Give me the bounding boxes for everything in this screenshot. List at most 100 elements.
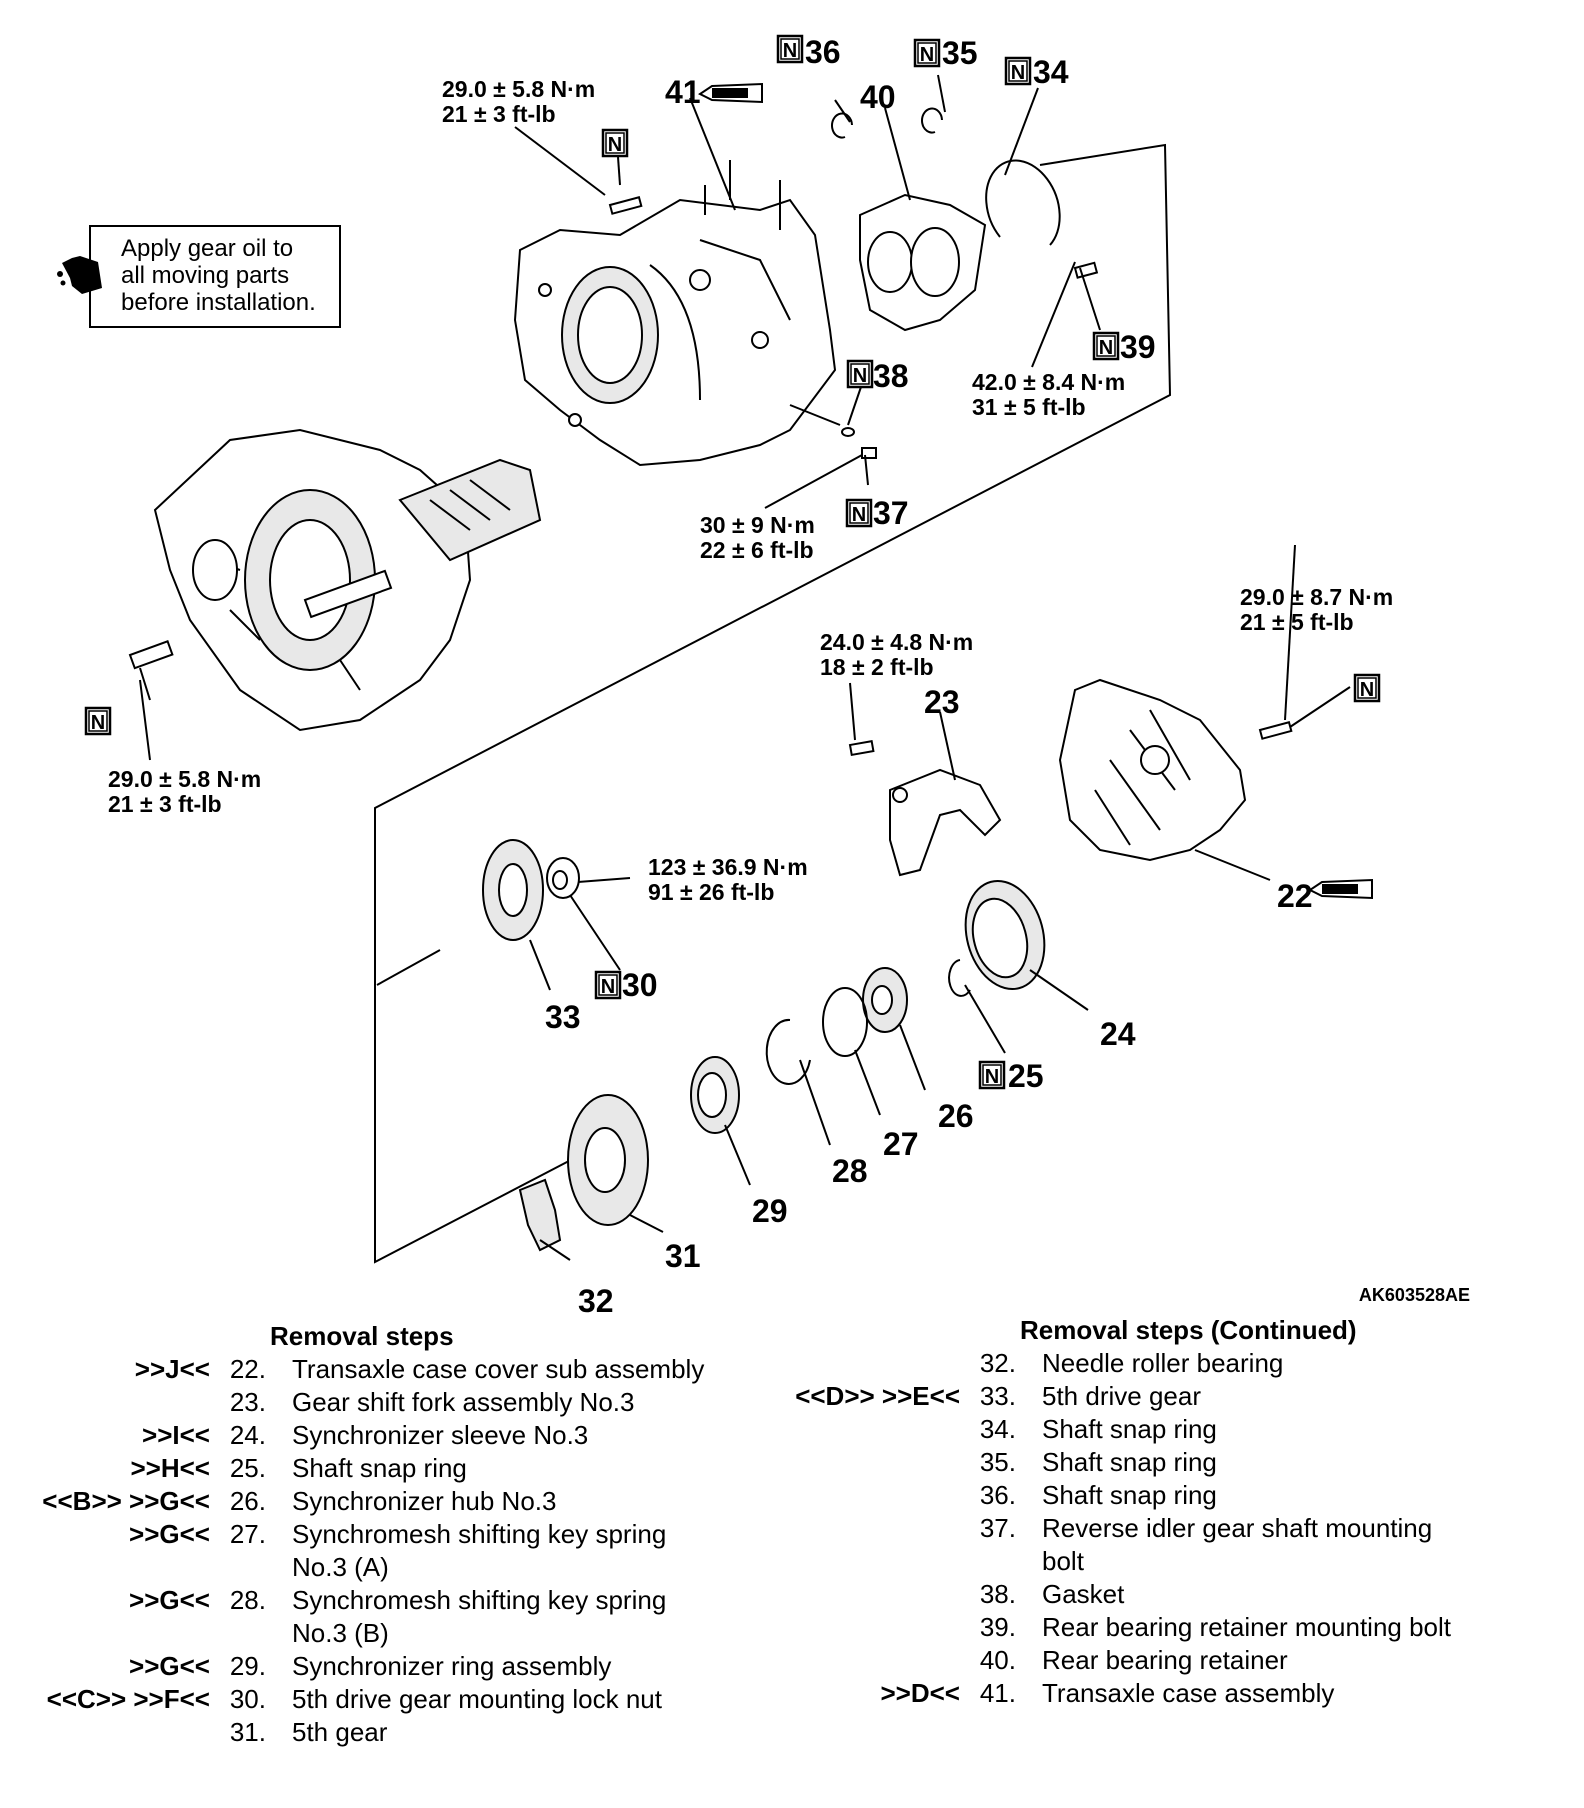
removal-step-row: 36.Shaft snap ring: [790, 1479, 1451, 1512]
sealant-marker-41: [698, 82, 763, 104]
torque-4-nm: 29.0 ± 8.7 N·m: [1240, 584, 1393, 610]
step-number: 26.: [229, 1486, 266, 1516]
step-number: 39.: [979, 1612, 1016, 1642]
step-description: 5th gear: [292, 1717, 388, 1747]
step-code: [790, 1446, 960, 1479]
callout-22: 22: [1277, 878, 1313, 914]
removal-step-row: 34.Shaft snap ring: [790, 1413, 1451, 1446]
transaxle-housing: [153, 428, 542, 732]
step-description: Gear shift fork assembly No.3: [292, 1387, 635, 1417]
step-code: >>D<<: [880, 1678, 960, 1708]
step-description: Rear bearing retainer mounting bolt: [1042, 1612, 1452, 1642]
synchronizer-sleeve: [964, 879, 1046, 991]
callout-26: 26: [938, 1098, 974, 1134]
torque-4-ftlb: 21 ± 5 ft-lb: [1240, 609, 1354, 635]
torque-7-ftlb: 91 ± 26 ft-lb: [648, 879, 774, 905]
step-code: <<B>> >>G<<: [42, 1486, 210, 1516]
step-description: Synchronizer ring assembly: [292, 1651, 612, 1681]
step-description: Transaxle case cover sub assembly: [292, 1354, 705, 1384]
step-code: >>G<<: [129, 1585, 210, 1615]
step-code: >>G<<: [129, 1651, 210, 1681]
removal-step-row: >>D<<41.Transaxle case assembly: [790, 1677, 1451, 1710]
step-number: 31.: [229, 1717, 266, 1747]
step-code: [790, 1347, 960, 1380]
step-code: [790, 1611, 960, 1644]
torque-6-nm: 29.0 ± 5.8 N·m: [108, 766, 261, 792]
removal-step-row: 37. Reverse idler gear shaft mounting bol…: [790, 1512, 1451, 1578]
torque-1-ftlb: 21 ± 3 ft-lb: [442, 101, 556, 127]
gear-shift-fork: [889, 768, 1002, 877]
step-description: Shaft snap ring: [292, 1453, 467, 1483]
callout-25: 25: [1008, 1058, 1044, 1094]
step-number: 41.: [979, 1678, 1016, 1708]
step-number: 29.: [229, 1651, 266, 1681]
torque-6-ftlb: 21 ± 3 ft-lb: [108, 791, 222, 817]
step-number: 28.: [229, 1585, 266, 1615]
step-description: Rear bearing retainer: [1042, 1645, 1288, 1675]
step-description: Synchromesh shifting key spring No.3 (B): [292, 1585, 667, 1648]
removal-step-row: <<C>> >>F<< 30. 5th drive gear mounting lo…: [40, 1683, 704, 1716]
step-number: 30.: [229, 1684, 266, 1714]
step-number: 32.: [979, 1348, 1016, 1378]
callout-38: 38: [873, 358, 909, 394]
callout-41: 41: [665, 74, 701, 110]
removal-steps-right: Removal steps (Continued) 32.Needle roll…: [790, 1314, 1451, 1710]
step-number: 25.: [229, 1453, 266, 1483]
callout-37: 37: [873, 495, 909, 531]
removal-steps-left: Removal steps >>J<< 22. Transaxle case cov…: [40, 1320, 704, 1749]
removal-steps-continued-header: Removal steps (Continued): [1020, 1315, 1357, 1345]
removal-step-row: >>G<<27.Synchromesh shifting key spring …: [40, 1518, 704, 1584]
note-line-2: all moving parts: [121, 262, 289, 289]
step-code: >>J<<: [134, 1354, 210, 1384]
removal-step-row: 35.Shaft snap ring: [790, 1446, 1451, 1479]
gear-oil-can-icon: [57, 256, 102, 294]
step-code: [40, 1716, 210, 1749]
note-line-3: before installation.: [121, 289, 316, 316]
torque-3-ftlb: 22 ± 6 ft-lb: [700, 537, 814, 563]
removal-step-row: 32.Needle roller bearing: [790, 1347, 1451, 1380]
removal-step-row: >>I<<24.Synchronizer sleeve No.3: [40, 1419, 704, 1452]
step-number: 34.: [979, 1414, 1016, 1444]
step-code: <<C>> >>F<<: [46, 1684, 210, 1714]
removal-step-row: 31. 5th gear: [40, 1716, 704, 1749]
sealant-marker-22: [1308, 878, 1373, 900]
step-description: Synchronizer sleeve No.3: [292, 1420, 589, 1450]
step-description: Synchronizer hub No.3: [292, 1486, 557, 1516]
step-number: 22.: [229, 1354, 266, 1384]
step-code: [790, 1578, 960, 1611]
removal-step-row: <<B>> >>G<< 26. Synchronizer hub No.3: [40, 1485, 704, 1518]
transaxle-case-cover: [1058, 678, 1247, 862]
step-description: 5th drive gear mounting lock nut: [292, 1684, 662, 1714]
torque-5-ftlb: 18 ± 2 ft-lb: [820, 654, 934, 680]
step-number: 40.: [979, 1645, 1016, 1675]
removal-step-row: 39. Rear bearing retainer mounting bolt: [790, 1611, 1451, 1644]
callout-34: 34: [1033, 54, 1069, 90]
callout-32: 32: [578, 1283, 614, 1319]
step-code: >>I<<: [142, 1420, 210, 1450]
step-number: 37.: [979, 1513, 1016, 1543]
torque-1-nm: 29.0 ± 5.8 N·m: [442, 76, 595, 102]
step-code: [790, 1644, 960, 1677]
bolts: [128, 196, 1293, 757]
step-number: 33.: [979, 1381, 1016, 1411]
removal-step-row: >>G<< 28. Synchromesh shifting key spring …: [40, 1584, 704, 1650]
leader-lines: [139, 74, 1351, 1261]
step-description: Gasket: [1042, 1579, 1125, 1609]
step-number: 38.: [979, 1579, 1016, 1609]
removal-steps-header: Removal steps: [270, 1321, 454, 1351]
step-number: 23.: [229, 1387, 266, 1417]
torque-2-nm: 42.0 ± 8.4 N·m: [972, 369, 1125, 395]
torque-3-nm: 30 ± 9 N·m: [700, 512, 815, 538]
torque-7-nm: 123 ± 36.9 N·m: [648, 854, 808, 880]
callout-40: 40: [860, 79, 896, 115]
callout-29: 29: [752, 1193, 788, 1229]
step-description: Reverse idler gear shaft mounting bolt: [1042, 1513, 1433, 1576]
torque-specs: 29.0 ± 5.8 N·m 21 ± 3 ft-lb 42.0 ± 8.4 N…: [108, 76, 1393, 905]
step-description: Shaft snap ring: [1042, 1480, 1217, 1510]
frame-lines: [374, 143, 1172, 1264]
step-description: Synchromesh shifting key spring No.3 (A): [292, 1519, 667, 1582]
callout-39: 39: [1120, 329, 1156, 365]
step-description: Shaft snap ring: [1042, 1447, 1217, 1477]
removal-step-row: 23. Gear shift fork assembly No.3: [40, 1386, 704, 1419]
